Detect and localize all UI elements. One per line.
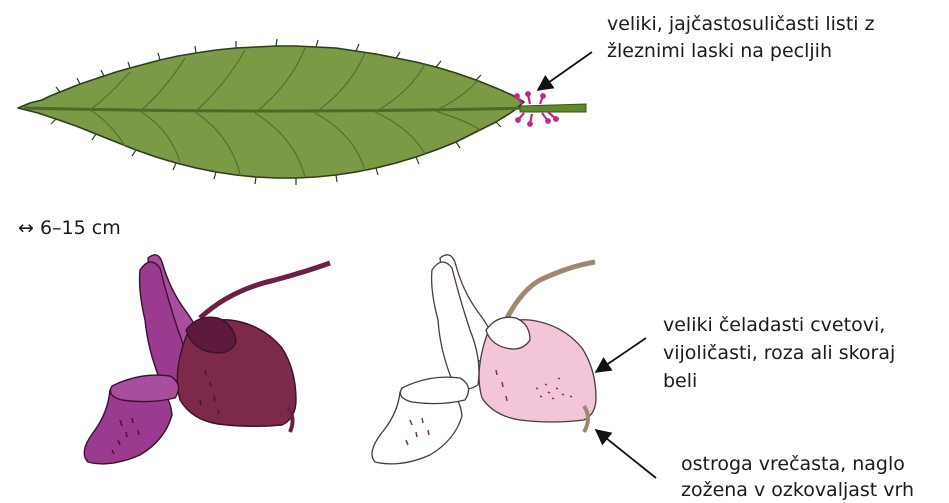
- purple-flower-lateral-petal: [110, 375, 178, 401]
- flower-label-line1: veliki čeladasti cvetovi,: [663, 314, 885, 336]
- leaf-illustration: [18, 39, 586, 185]
- spur-pointer-arrow: [596, 430, 656, 478]
- flower-label-line2: vijoličasti, roza ali skoraj: [663, 342, 895, 364]
- spur-label-line1: ostroga vrečasta, naglo: [681, 453, 905, 475]
- leaf-label-line1: veliki, jajčastosuličasti listi z: [607, 13, 875, 35]
- flower-pointer-arrow: [596, 338, 646, 372]
- white-flower-stalk: [507, 262, 595, 318]
- size-label: ↔ 6–15 cm: [18, 217, 121, 239]
- leaf-pointer-arrow: [538, 52, 592, 90]
- leaf-label-line2: žleznimi laski na pecljih: [607, 40, 832, 62]
- leaf-petiole: [520, 104, 586, 112]
- white-flower: [372, 255, 596, 464]
- spur-label-line2: zožena v ozkovaljast vrh: [681, 479, 914, 501]
- white-flower-lateral-petal: [400, 377, 468, 403]
- purple-flower-stalk: [200, 263, 330, 318]
- flower-label-line3: beli: [663, 370, 697, 392]
- purple-flower: [84, 255, 330, 464]
